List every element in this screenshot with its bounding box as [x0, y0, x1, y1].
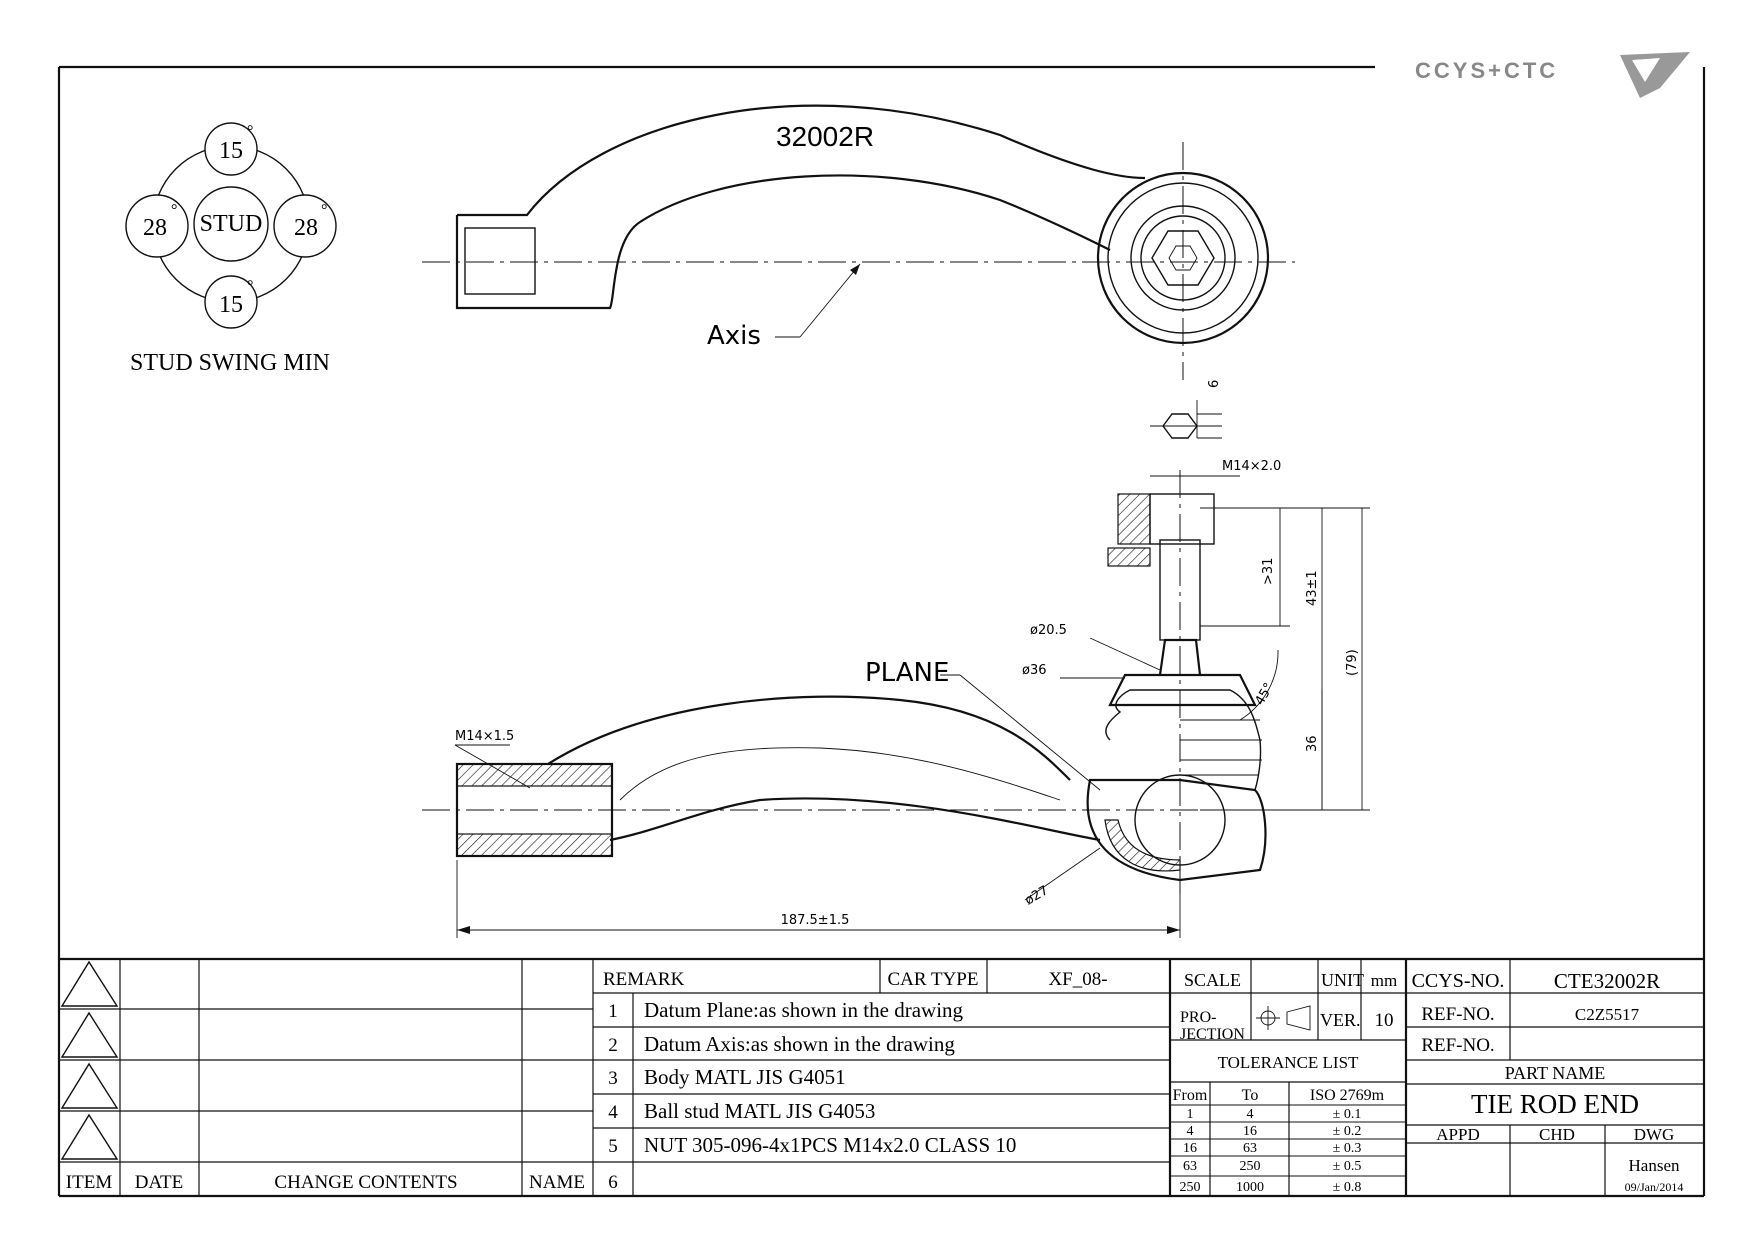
rev-name-header: NAME	[529, 1172, 585, 1193]
top-view: 32002R Axis	[422, 104, 1295, 380]
hex-dim: 6	[1207, 380, 1222, 388]
part-name-label: PART NAME	[1505, 1063, 1605, 1083]
drawing-frame	[57, 65, 1706, 1198]
swing-center-label: STUD	[200, 211, 263, 237]
ver-value: 10	[1375, 1010, 1394, 1031]
logo-text: CCYS+CTC	[1415, 58, 1558, 83]
ref2-label: REF-NO.	[1421, 1035, 1494, 1056]
tolerance-title: TOLERANCE LIST	[1218, 1053, 1359, 1072]
part-name: TIE ROD END	[1471, 1089, 1639, 1119]
remark-no-6: 6	[608, 1172, 618, 1193]
hex-detail: 6	[1150, 380, 1222, 439]
ver-label: VER.	[1320, 1010, 1361, 1030]
dim-angle45: 45°	[1252, 681, 1277, 708]
tol-val-2: ± 0.2	[1333, 1124, 1362, 1139]
remark-text-2: Datum Axis:as shown in the drawing	[644, 1032, 955, 1056]
dim-length: 187.5±1.5	[781, 913, 850, 928]
dim-43: 43±1	[1305, 570, 1320, 606]
chd-label: CHD	[1539, 1125, 1575, 1144]
ref1-label: REF-NO.	[1421, 1004, 1494, 1025]
appd-label: APPD	[1436, 1125, 1479, 1144]
unit-value: mm	[1371, 971, 1397, 990]
dim-phi205: ø20.5	[1030, 623, 1067, 638]
dim-79: (79)	[1345, 649, 1360, 676]
plane-label: PLANE	[865, 658, 949, 688]
side-view: M14×2.0 >31 43±1 (79) 36 ø20.5 ø36 45° ø…	[422, 459, 1370, 938]
deg-left: °	[171, 202, 177, 219]
tol-val-4: ± 0.5	[1333, 1159, 1362, 1174]
car-type-value: XF_08-	[1048, 969, 1107, 990]
company-logo: CCYS+CTC	[1415, 52, 1690, 98]
swing-bottom-value: 15	[219, 292, 243, 318]
axis-label: Axis	[707, 321, 761, 351]
remark-text-3: Body MATL JIS G4051	[644, 1065, 846, 1089]
unit-label: UNIT	[1321, 970, 1364, 990]
stud-thread-dim: M14×2.0	[1222, 459, 1281, 474]
projection-symbol-icon	[1256, 1005, 1311, 1031]
ccys-label: CCYS-NO.	[1412, 970, 1505, 992]
remark-no-4: 4	[608, 1102, 618, 1123]
tol-to-header: To	[1242, 1087, 1259, 1104]
tol-from-5: 250	[1180, 1180, 1201, 1195]
tol-from-1: 1	[1187, 1107, 1194, 1122]
title-block-grid	[59, 957, 1704, 1196]
dim-phi36: ø36	[1022, 663, 1047, 678]
swing-left-value: 28	[143, 215, 167, 241]
deg-right: °	[321, 202, 327, 219]
deg-bottom: °	[247, 278, 253, 295]
tol-std-header: ISO 2769m	[1310, 1087, 1385, 1104]
dwg-label: DWG	[1634, 1125, 1675, 1144]
remark-header: REMARK	[603, 969, 685, 990]
remark-text-5: NUT 305-096-4x1PCS M14x2.0 CLASS 10	[644, 1133, 1016, 1157]
car-type-label: CAR TYPE	[888, 969, 979, 990]
part-number-label: 32002R	[776, 121, 874, 152]
ccys-value: CTE32002R	[1554, 969, 1660, 993]
ref1-value: C2Z5517	[1575, 1005, 1640, 1024]
remark-text-1: Datum Plane:as shown in the drawing	[644, 998, 964, 1022]
revision-triangles	[60, 960, 119, 1160]
swing-top-value: 15	[219, 138, 243, 164]
remark-text-4: Ball stud MATL JIS G4053	[644, 1099, 875, 1123]
tol-to-5: 1000	[1236, 1180, 1264, 1195]
drawing-date: 09/Jan/2014	[1625, 1180, 1684, 1194]
scale-label: SCALE	[1184, 970, 1241, 990]
tol-from-2: 4	[1187, 1124, 1194, 1139]
dim-gt31: >31	[1261, 558, 1276, 585]
tol-to-4: 250	[1240, 1159, 1261, 1174]
body-thread-dim: M14×1.5	[455, 729, 514, 744]
tolerance-rows: 1 4 ± 0.1 4 16 ± 0.2 16 63 ± 0.3 63 250 …	[1180, 1107, 1362, 1195]
stud-swing-title: STUD SWING MIN	[130, 350, 330, 376]
rev-change-header: CHANGE CONTENTS	[274, 1172, 457, 1193]
dim-36: 36	[1305, 735, 1320, 752]
remark-no-3: 3	[608, 1068, 618, 1089]
tol-to-2: 16	[1243, 1124, 1257, 1139]
rev-date-header: DATE	[135, 1172, 184, 1193]
tol-val-1: ± 0.1	[1333, 1107, 1362, 1122]
projection-label: PRO-JECTION	[1180, 1009, 1245, 1043]
remark-no-5: 5	[608, 1136, 618, 1157]
rev-item-header: ITEM	[66, 1172, 113, 1193]
remark-no-1: 1	[608, 1001, 618, 1022]
remark-no-2: 2	[608, 1035, 618, 1056]
tol-from-header: From	[1173, 1087, 1208, 1104]
tol-from-3: 16	[1183, 1141, 1197, 1156]
tol-to-3: 63	[1243, 1141, 1257, 1156]
tol-to-1: 4	[1247, 1107, 1254, 1122]
stud-swing-diagram: 15 15 28 28 STUD ° ° ° ° STUD SWING MIN	[125, 122, 337, 376]
tol-val-5: ± 0.8	[1333, 1180, 1362, 1195]
tol-val-3: ± 0.3	[1333, 1141, 1362, 1156]
drawer-name: Hansen	[1629, 1156, 1680, 1175]
deg-top: °	[247, 123, 253, 140]
tol-from-4: 63	[1183, 1159, 1197, 1174]
dim-phi27: ø27	[1023, 883, 1052, 908]
swing-right-value: 28	[294, 215, 318, 241]
